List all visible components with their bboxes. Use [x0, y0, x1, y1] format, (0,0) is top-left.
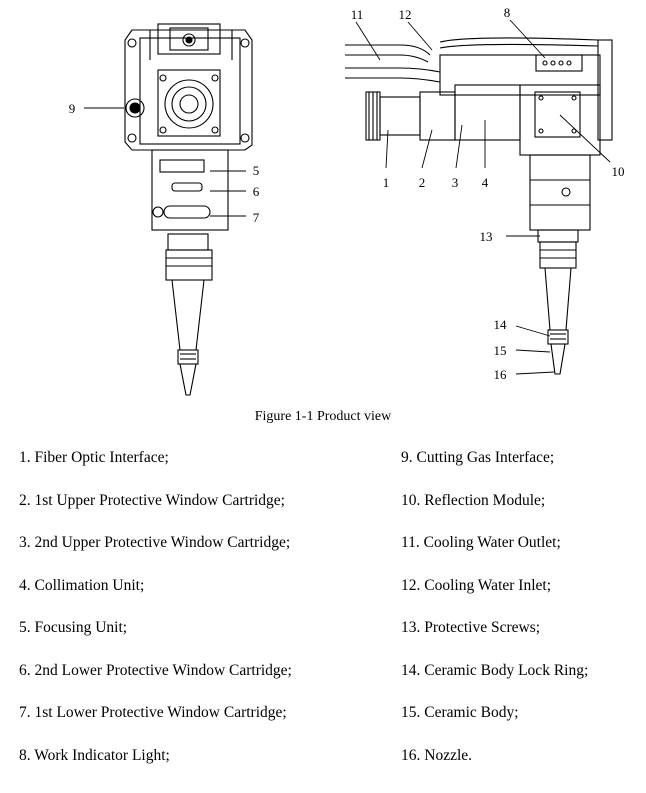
parts-list-item: 1. Fiber Optic Interface; — [19, 449, 169, 466]
callout-8: 8 — [504, 5, 511, 20]
product-view-figure: 1 2 3 4 5 6 7 8 9 10 11 12 13 14 15 16 — [69, 5, 625, 396]
parts-list-item: 12. Cooling Water Inlet; — [401, 576, 551, 594]
callout-15: 15 — [494, 343, 507, 358]
parts-list-item: 7. 1st Lower Protective Window Cartridge… — [19, 704, 287, 721]
parts-list-item: 10. Reflection Module; — [401, 491, 546, 509]
figure-caption: Figure 1-1 Product view — [254, 409, 392, 424]
callout-11: 11 — [351, 7, 364, 22]
parts-list-item: 5. Focusing Unit; — [19, 619, 128, 636]
parts-list-item: 2. 1st Upper Protective Window Cartridge… — [19, 491, 285, 509]
callout-5: 5 — [253, 163, 260, 178]
parts-list-item: 14. Ceramic Body Lock Ring; — [401, 661, 589, 679]
callout-6: 6 — [253, 184, 260, 199]
side-view-drawing — [345, 37, 613, 375]
callout-10: 10 — [612, 164, 625, 179]
parts-list-item: 6. 2nd Lower Protective Window Cartridge… — [19, 661, 292, 679]
parts-list-item: 11. Cooling Water Outlet; — [401, 534, 561, 551]
parts-list-left: 1. Fiber Optic Interface; 2. 1st Upper P… — [19, 449, 292, 789]
callout-13: 13 — [480, 229, 493, 244]
callout-labels: 1 2 3 4 5 6 7 8 9 10 11 12 13 14 15 16 — [69, 5, 625, 382]
front-view-drawing — [124, 23, 253, 396]
parts-list-item: 16. Nozzle. — [401, 746, 473, 764]
parts-list-item: 4. Collimation Unit; — [19, 576, 145, 594]
leader-lines — [84, 19, 611, 375]
callout-2: 2 — [419, 175, 426, 190]
parts-list-item: 9. Cutting Gas Interface; — [401, 449, 555, 466]
callout-12: 12 — [399, 7, 412, 22]
callout-1: 1 — [383, 175, 390, 190]
callout-16: 16 — [494, 367, 508, 382]
callout-7: 7 — [253, 210, 260, 225]
parts-list-item: 15. Ceramic Body; — [401, 704, 519, 721]
parts-list-item: 3. 2nd Upper Protective Window Cartridge… — [19, 534, 291, 551]
callout-14: 14 — [494, 317, 508, 332]
parts-list-item: 8. Work Indicator Light; — [19, 746, 170, 764]
callout-9: 9 — [69, 101, 76, 116]
parts-list-right: 9. Cutting Gas Interface; 10. Reflection… — [401, 449, 588, 789]
parts-list-item: 13. Protective Screws; — [401, 619, 541, 636]
callout-4: 4 — [482, 175, 489, 190]
callout-3: 3 — [452, 175, 459, 190]
